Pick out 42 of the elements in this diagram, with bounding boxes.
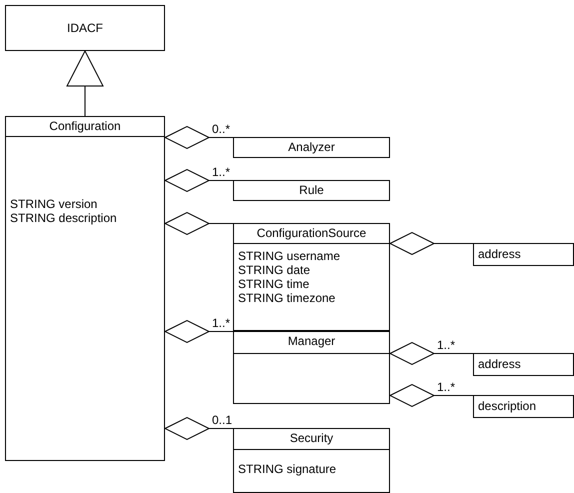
attribute-text: STRING version <box>10 197 98 211</box>
multiplicity-label: 1..* <box>211 166 232 178</box>
multiplicity-label: 0..1 <box>211 414 234 426</box>
attribute-text: STRING timezone <box>238 291 336 305</box>
class-name: IDACF <box>67 20 103 37</box>
aggregation-line <box>164 169 234 192</box>
attribute-text: STRING description <box>10 211 117 225</box>
attribute-text: STRING signature <box>238 462 336 476</box>
attribute-text: STRING username <box>238 249 340 263</box>
class-name: address <box>478 356 521 373</box>
class-box <box>233 223 390 331</box>
class-box <box>5 5 165 51</box>
class-box <box>233 428 390 493</box>
class-box <box>473 353 574 376</box>
attribute-text: STRING time <box>238 277 310 291</box>
class-name: Security <box>290 430 334 447</box>
class-name: Configuration <box>49 118 121 135</box>
class-box <box>5 116 165 461</box>
attribute-text: STRING date <box>238 263 310 277</box>
aggregation-line <box>390 232 474 255</box>
multiplicity-label: 1..* <box>436 380 456 394</box>
aggregation-line <box>390 342 474 365</box>
class-name: Manager <box>288 333 336 350</box>
class-box <box>233 180 390 201</box>
class-name: address <box>478 246 521 263</box>
class-name: description <box>478 398 536 415</box>
class-name: ConfigurationSource <box>256 225 366 242</box>
multiplicity-label: 1..* <box>211 316 232 330</box>
aggregation-line <box>390 384 474 407</box>
class-box <box>473 243 574 266</box>
class-name: Rule <box>299 182 324 199</box>
generalization-arrow <box>66 50 104 116</box>
aggregation-line <box>164 320 234 343</box>
class-name: Analyzer <box>288 139 335 156</box>
class-box <box>233 331 390 404</box>
class-box <box>473 395 574 418</box>
multiplicity-label: 1..* <box>436 338 456 352</box>
aggregation-line <box>164 417 234 440</box>
aggregation-line <box>164 212 234 235</box>
aggregation-line <box>164 126 234 149</box>
class-box <box>233 137 390 158</box>
multiplicity-label: 0..* <box>211 122 232 136</box>
